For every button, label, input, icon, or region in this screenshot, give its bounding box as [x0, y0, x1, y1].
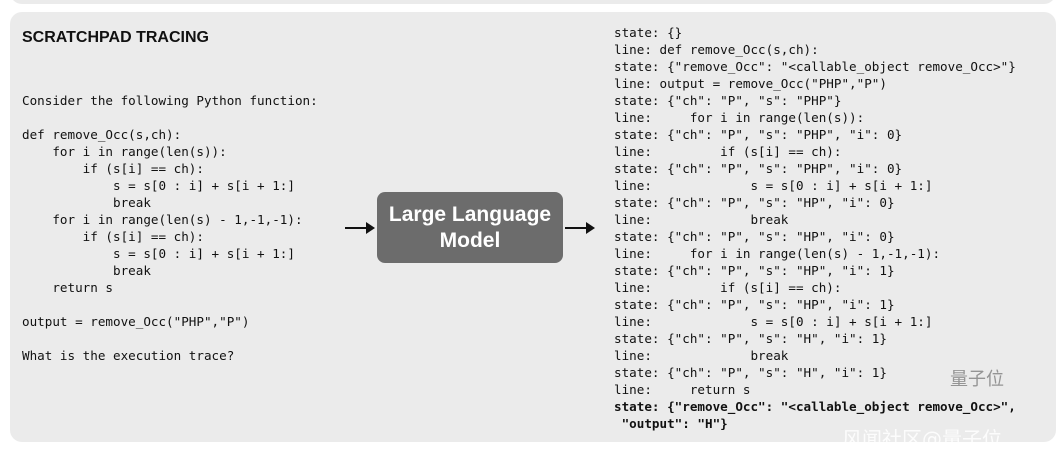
- trace-line: state: {}: [614, 25, 683, 40]
- trace-line: line: output = remove_Occ("PHP","P"): [614, 76, 887, 91]
- trace-line: state: {"ch": "P", "s": "HP", "i": 0}: [614, 229, 895, 244]
- trace-line: state: {"ch": "P", "s": "PHP"}: [614, 93, 842, 108]
- prompt-text: Consider the following Python function: …: [22, 92, 318, 364]
- previous-panel-edge: [10, 0, 1056, 4]
- trace-line: line: break: [614, 212, 789, 227]
- prompt-line: for i in range(len(s)):: [22, 144, 227, 159]
- trace-line: line: if (s[i] == ch):: [614, 144, 842, 159]
- prompt-line: def remove_Occ(s,ch):: [22, 127, 182, 142]
- prompt-line: [22, 296, 318, 313]
- panel-title: SCRATCHPAD TRACING: [22, 29, 209, 46]
- prompt-line: return s: [22, 280, 113, 295]
- prompt-line: break: [22, 263, 151, 278]
- trace-line: state: {"ch": "P", "s": "HP", "i": 1}: [614, 297, 895, 312]
- prompt-line: What is the execution trace?: [22, 348, 235, 363]
- prompt-line: s = s[0 : i] + s[i + 1:]: [22, 178, 295, 193]
- trace-line: line: s = s[0 : i] + s[i + 1:]: [614, 178, 933, 193]
- prompt-line: break: [22, 195, 151, 210]
- output-arrow-icon: [565, 222, 595, 234]
- trace-line: line: if (s[i] == ch):: [614, 280, 842, 295]
- llm-box: Large Language Model: [377, 192, 563, 263]
- prompt-line: if (s[i] == ch):: [22, 161, 204, 176]
- prompt-line: for i in range(len(s) - 1,-1,-1):: [22, 212, 303, 227]
- trace-line: state: {"ch": "P", "s": "HP", "i": 1}: [614, 263, 895, 278]
- trace-line: line: return s: [614, 382, 751, 397]
- prompt-line: [22, 330, 318, 347]
- prompt-line: [22, 109, 318, 126]
- trace-line: line: s = s[0 : i] + s[i + 1:]: [614, 314, 933, 329]
- trace-line: state: {"ch": "P", "s": "H", "i": 1}: [614, 331, 887, 346]
- final-state-line: "output": "H"}: [614, 416, 728, 431]
- prompt-line: s = s[0 : i] + s[i + 1:]: [22, 246, 295, 261]
- llm-label-line1: Large Language: [388, 202, 552, 226]
- final-state-line: state: {"remove_Occ": "<callable_object …: [614, 399, 1016, 414]
- trace-line: line: break: [614, 348, 789, 363]
- trace-line: state: {"ch": "P", "s": "PHP", "i": 0}: [614, 127, 903, 142]
- llm-label-line2: Model: [439, 228, 501, 252]
- trace-line: state: {"ch": "P", "s": "H", "i": 1}: [614, 365, 887, 380]
- trace-line: line: for i in range(len(s) - 1,-1,-1):: [614, 246, 941, 261]
- trace-line: line: for i in range(len(s)):: [614, 110, 865, 125]
- prompt-line: Consider the following Python function:: [22, 93, 318, 108]
- prompt-line: output = remove_Occ("PHP","P"): [22, 314, 250, 329]
- watermark-logo: 量子位: [950, 369, 1004, 390]
- input-arrow-icon: [345, 222, 375, 234]
- watermark: 风闻社区@量子位: [842, 427, 1002, 451]
- prompt-line: if (s[i] == ch):: [22, 229, 204, 244]
- trace-line: line: def remove_Occ(s,ch):: [614, 42, 819, 57]
- execution-trace: state: {} line: def remove_Occ(s,ch):stat…: [614, 24, 1016, 432]
- trace-line: state: {"remove_Occ": "<callable_object …: [614, 59, 1016, 74]
- trace-line: state: {"ch": "P", "s": "PHP", "i": 0}: [614, 161, 903, 176]
- trace-line: state: {"ch": "P", "s": "HP", "i": 0}: [614, 195, 895, 210]
